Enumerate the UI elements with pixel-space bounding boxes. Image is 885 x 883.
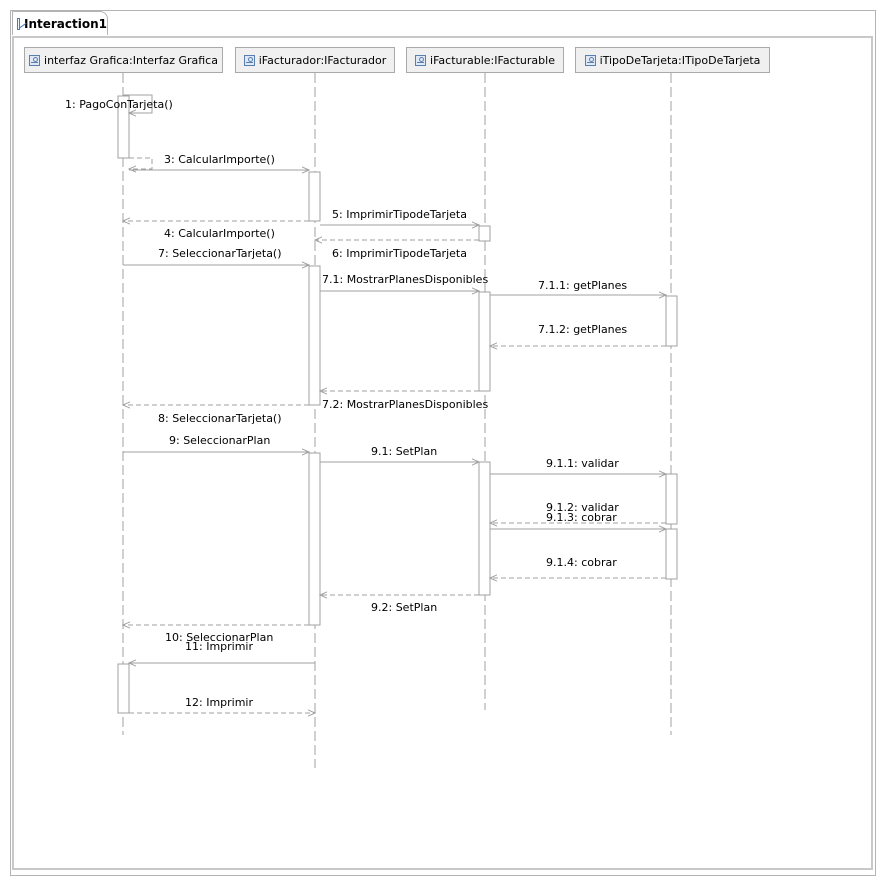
lifeline-header-itipodetarjeta[interactable]: iTipoDeTarjeta:ITipoDeTarjeta bbox=[575, 47, 770, 73]
lifeline-icon bbox=[415, 54, 427, 66]
message-arrow-1[interactable] bbox=[123, 94, 153, 113]
lifeline-icon bbox=[243, 54, 255, 66]
message-label: 12: Imprimir bbox=[185, 696, 253, 709]
activation-bar[interactable] bbox=[117, 663, 130, 714]
activation-bar[interactable] bbox=[478, 225, 491, 242]
message-label: 9.1.4: cobrar bbox=[546, 556, 617, 569]
lifeline-icon bbox=[584, 54, 596, 66]
message-label: 8: SeleccionarTarjeta() bbox=[158, 412, 282, 425]
message-label: 9.1.1: validar bbox=[546, 457, 619, 470]
lifeline-label: iFacturador:IFacturador bbox=[258, 53, 387, 67]
message-label: 9.2: SetPlan bbox=[371, 601, 437, 614]
lifeline-label: iTipoDeTarjeta:ITipoDeTarjeta bbox=[599, 53, 761, 67]
lifeline-label: interfaz Grafica:Interfaz Grafica bbox=[44, 53, 218, 67]
message-label: 5: ImprimirTipodeTarjeta bbox=[332, 208, 467, 221]
message-label: 9.1.2: validar bbox=[546, 501, 619, 514]
lifeline-icon bbox=[29, 54, 41, 66]
activation-bar[interactable] bbox=[665, 528, 678, 580]
message-label: 3: CalcularImporte() bbox=[164, 153, 275, 166]
message-label: 7: SeleccionarTarjeta() bbox=[158, 247, 282, 260]
activation-bar[interactable] bbox=[308, 171, 321, 222]
diagram-editor-frame bbox=[10, 10, 876, 876]
activation-bar[interactable] bbox=[308, 452, 321, 626]
message-arrow-2[interactable] bbox=[129, 157, 153, 169]
tab-interaction1[interactable]: Interaction1 bbox=[12, 11, 108, 35]
message-label: 10: SeleccionarPlan bbox=[165, 631, 273, 644]
activation-bar[interactable] bbox=[308, 265, 321, 406]
tab-title: Interaction1 bbox=[24, 16, 107, 31]
activation-bar[interactable] bbox=[117, 95, 130, 159]
lifeline-header-ifacturable[interactable]: iFacturable:IFacturable bbox=[406, 47, 564, 73]
lifeline-header-ifacturador[interactable]: iFacturador:IFacturador bbox=[235, 47, 395, 73]
message-label: 4: CalcularImporte() bbox=[164, 227, 275, 240]
message-label: 9.1.3: cobrar bbox=[546, 511, 617, 524]
message-label: 9.1: SetPlan bbox=[371, 445, 437, 458]
sequence-diagram-icon bbox=[17, 17, 20, 30]
diagram-canvas[interactable] bbox=[12, 36, 873, 870]
message-label: 6: ImprimirTipodeTarjeta bbox=[332, 247, 467, 260]
lifeline-label: iFacturable:IFacturable bbox=[430, 53, 555, 67]
message-label: 7.1.2: getPlanes bbox=[538, 323, 627, 336]
message-label: 7.2: MostrarPlanesDisponibles bbox=[322, 398, 488, 411]
message-label: 9: SeleccionarPlan bbox=[169, 434, 270, 447]
activation-bar[interactable] bbox=[478, 461, 491, 596]
activation-bar[interactable] bbox=[665, 295, 678, 347]
message-label: 1: PagoConTarjeta() bbox=[65, 98, 173, 111]
activation-bar[interactable] bbox=[665, 473, 678, 525]
activation-bar[interactable] bbox=[478, 291, 491, 392]
lifeline-header-interfaz-grafica[interactable]: interfaz Grafica:Interfaz Grafica bbox=[24, 47, 223, 73]
message-label: 7.1.1: getPlanes bbox=[538, 279, 627, 292]
message-label: 7.1: MostrarPlanesDisponibles bbox=[322, 273, 488, 286]
message-label: 11: Imprimir bbox=[185, 640, 253, 653]
